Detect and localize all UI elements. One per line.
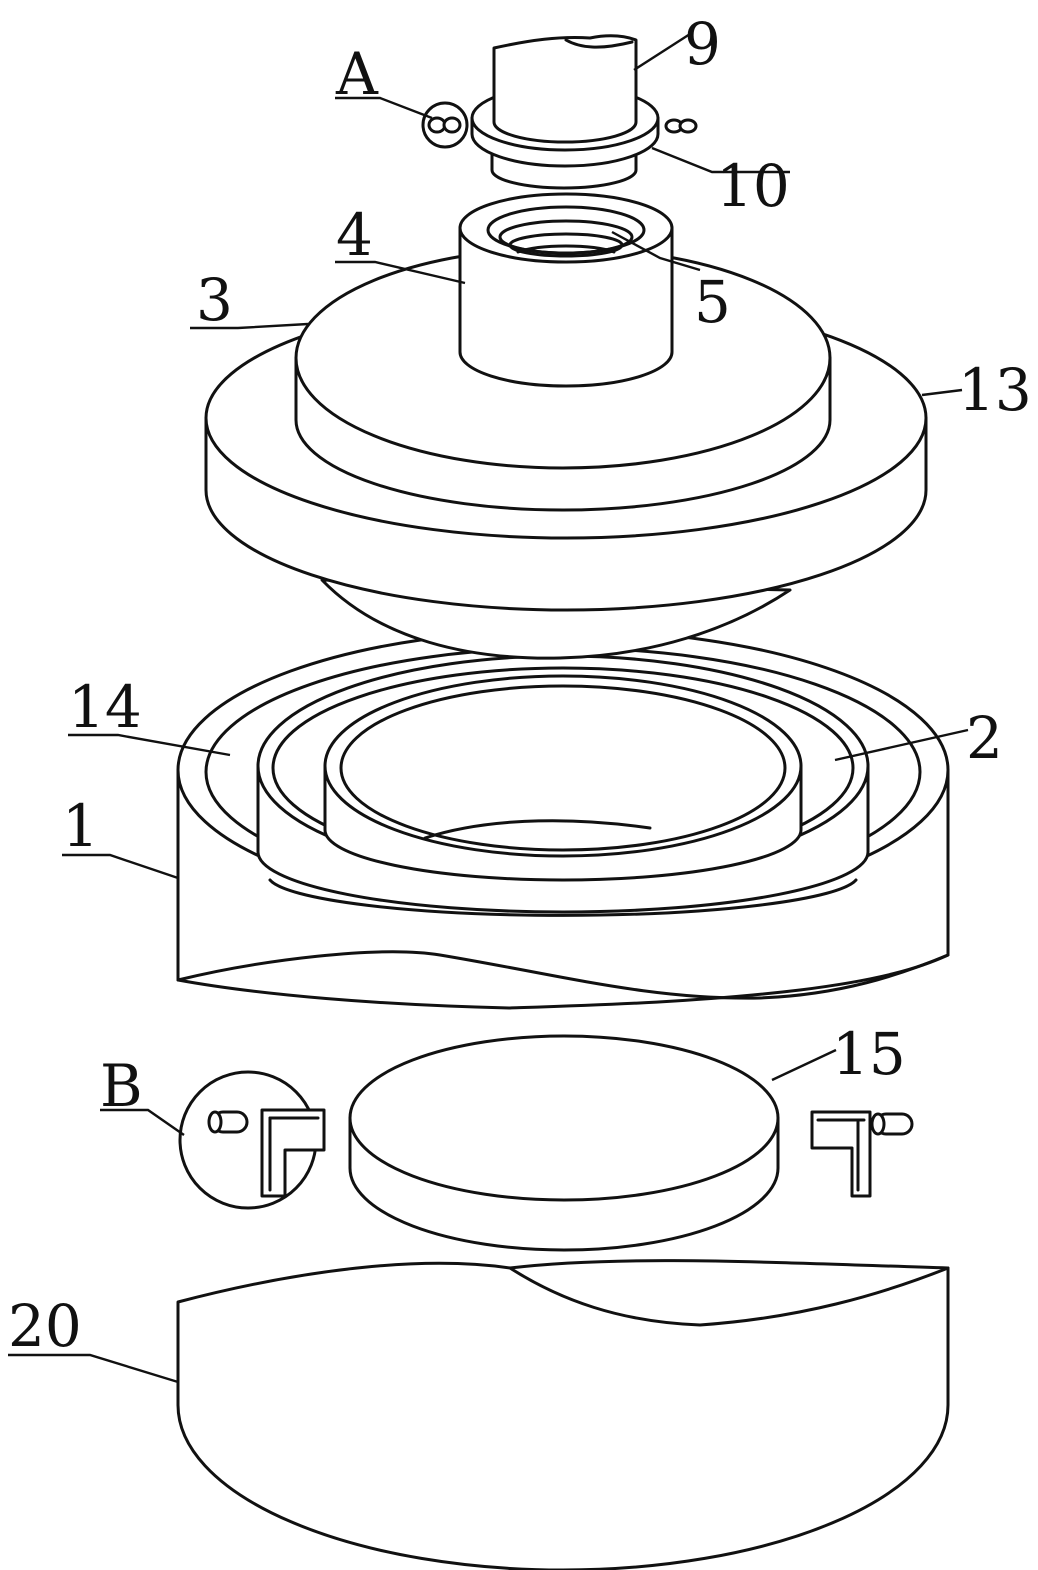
label-10: 10 (716, 152, 790, 220)
part-15-disc (348, 1034, 780, 1252)
label-4: 4 (336, 201, 373, 269)
label-15: 15 (832, 1020, 906, 1088)
detail-b-circle (178, 1070, 326, 1210)
part-3-boss (294, 246, 832, 512)
detail-a-pins (421, 101, 698, 149)
right-clamp (810, 1110, 914, 1198)
label-1: 1 (62, 792, 99, 860)
label-a: A (335, 40, 379, 108)
label-20: 20 (8, 1292, 82, 1360)
label-14: 14 (68, 673, 142, 741)
part-4-neck (458, 192, 674, 388)
label-13: 13 (958, 356, 1032, 424)
label-2: 2 (966, 704, 1003, 772)
label-9: 9 (684, 10, 721, 78)
part-20-base-cylinder (176, 1259, 950, 1570)
callout-labels: A 9 10 4 5 3 13 14 2 1 15 B 20 (8, 10, 1032, 1360)
leader-lines (8, 32, 969, 1384)
label-3: 3 (196, 266, 233, 334)
label-b: B (100, 1052, 143, 1120)
label-5: 5 (694, 268, 731, 336)
part-1-ring-housing (176, 628, 950, 1010)
part-9-shaft (492, 34, 638, 144)
